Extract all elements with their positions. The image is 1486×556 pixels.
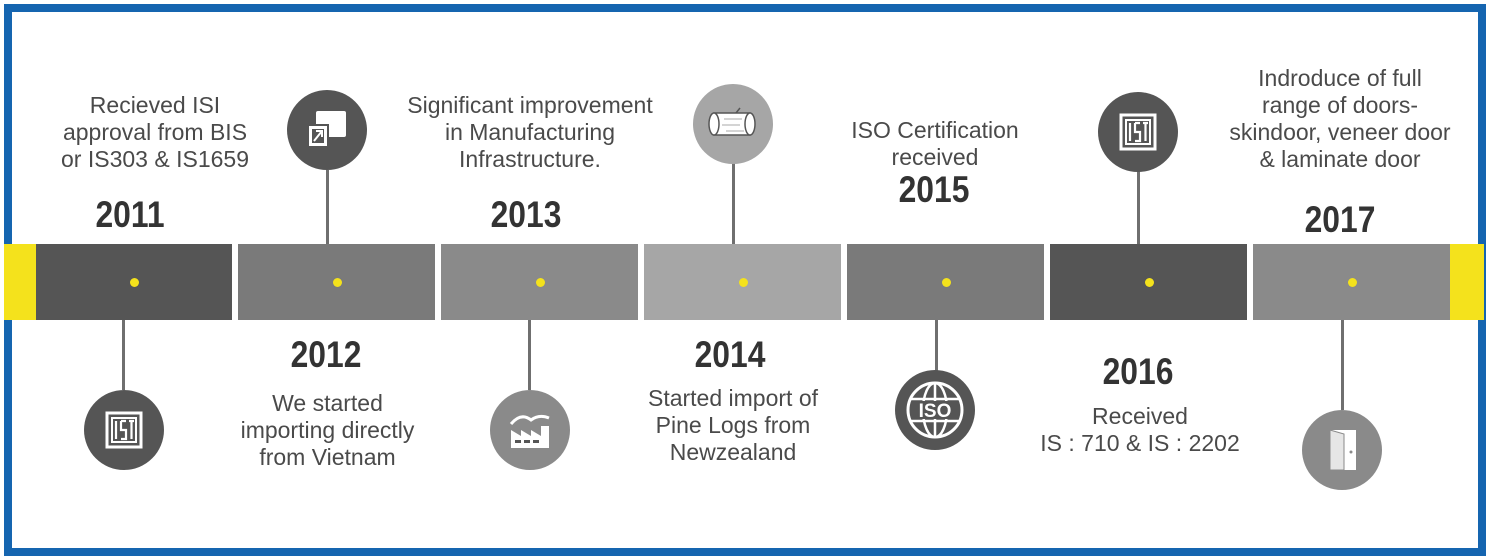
description-line: IS : 710 & IS : 2202 [1040,430,1240,456]
description-line: Pine Logs from [655,412,811,438]
milestone-2015-year: 2015 [898,169,970,210]
timeline-dot [1347,278,1357,287]
description-line: approval from BIS [62,119,248,145]
description-line: or IS303 & IS1659 [61,146,249,172]
import-box-icon [307,111,346,148]
description-line: Newzealand [669,439,797,465]
milestone-2015-description: ISO Certification received [820,117,1050,171]
timeline-segment-2013 [441,244,638,320]
connector-2012 [326,170,329,244]
connector-2014 [732,160,735,244]
description-line: in Manufacturing [444,119,616,145]
description-line: Recieved ISI [89,92,221,118]
milestone-2012-icon-circle [287,90,367,170]
description-line: Indroduce of full [1258,65,1422,91]
connector-2017 [1341,320,1344,410]
timeline-right-cap [1450,244,1484,320]
timeline-left-cap [4,244,38,320]
connector-2013 [528,320,531,390]
description-line: We started [272,390,383,416]
timeline-dot [738,278,748,287]
description-line: importing directly [240,417,415,443]
timeline-segment-2014 [644,244,841,320]
milestone-2012-year: 2012 [290,334,362,375]
timeline-dot [332,278,342,287]
milestone-2011-year: 2011 [95,194,165,235]
isi-mark-icon [1119,113,1157,151]
milestone-2017-year: 2017 [1304,199,1376,240]
iso-globe-icon: ISO [906,381,964,439]
milestone-2013-description: Significant improvement in Manufacturing… [375,92,685,173]
connector-2015 [935,320,938,380]
timeline-segment-2017 [1253,244,1450,320]
milestone-2013-icon-circle [490,390,570,470]
connector-2016 [1137,170,1140,244]
factory-icon [509,414,550,448]
door-icon [1329,429,1356,471]
isi-mark-icon [105,411,143,449]
description-line: ISO Certification [851,117,1019,143]
timeline-segment-2012 [238,244,435,320]
description-line: received [891,144,979,170]
milestone-2013-year: 2013 [490,194,562,235]
milestone-2014-year: 2014 [694,334,766,375]
milestone-2014-description: Started import of Pine Logs from Newzeal… [622,385,844,466]
timeline-segment-2015 [847,244,1044,320]
timeline-segment-2016 [1050,244,1247,320]
milestone-2017-icon-circle [1302,410,1382,490]
timeline-dot [130,278,139,287]
log-icon [708,107,756,136]
iso-label: ISO [919,401,952,422]
milestone-2016-year: 2016 [1102,351,1174,392]
timeline-dot [941,278,951,287]
milestone-2012-description: We started importing directly from Vietn… [220,390,435,471]
timeline-dot [1144,278,1154,287]
milestone-2015-icon-circle: ISO [895,370,975,450]
milestone-2011-icon-circle [84,390,164,470]
description-line: skindoor, veneer door [1229,119,1451,145]
connector-2011 [122,320,125,390]
milestone-2011-description: Recieved ISI approval from BIS or IS303 … [40,92,270,173]
timeline-segment-2011 [36,244,232,320]
description-line: Started import of [647,385,819,411]
milestone-2017-description: Indroduce of full range of doors- skindo… [1210,65,1470,173]
milestone-2014-icon-circle [693,84,773,164]
description-line: Received [1092,403,1188,429]
timeline-dot [535,278,545,287]
milestone-2016-description: Received IS : 710 & IS : 2202 [1005,403,1275,457]
description-line: Significant improvement [407,92,653,118]
description-line: range of doors- [1262,92,1418,118]
description-line: from Vietnam [259,444,396,470]
milestone-2016-icon-circle [1098,92,1178,172]
description-line: Infrastructure. [459,146,601,172]
description-line: & laminate door [1259,146,1421,172]
